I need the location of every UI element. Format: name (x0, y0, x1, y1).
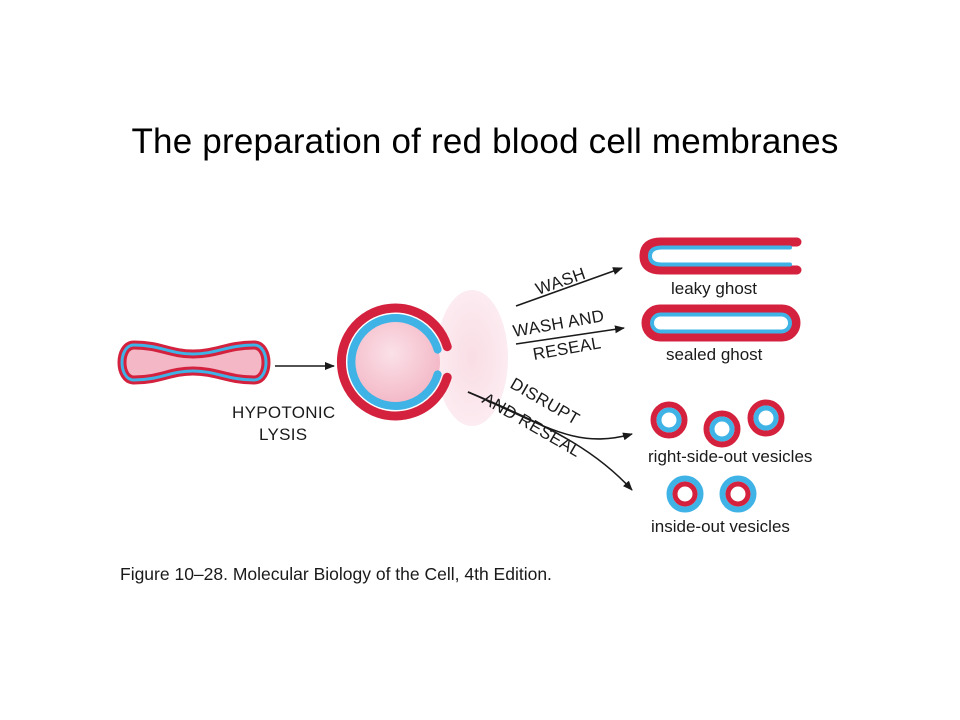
disrupt-arrow-inside-out (467, 391, 633, 491)
inside-out-label: inside-out vesicles (651, 517, 790, 536)
reseal-label: RESEAL (531, 333, 602, 364)
vesicle (703, 410, 741, 448)
sealed-ghost (641, 304, 801, 342)
sealed-ghost-label: sealed ghost (666, 345, 763, 364)
lysed-cell (336, 303, 452, 421)
lysis-label: LYSIS (259, 425, 307, 444)
vesicle (666, 475, 704, 513)
hypotonic-label: HYPOTONIC (232, 403, 335, 422)
right-side-out-vesicles (650, 399, 785, 448)
vesicle (747, 399, 785, 437)
vesicle (719, 475, 757, 513)
wash-reseal-arrow (515, 325, 625, 345)
vesicle (650, 401, 688, 439)
released-contents-haze (436, 290, 508, 426)
right-side-out-label: right-side-out vesicles (648, 447, 812, 466)
wash-arrow (515, 267, 623, 307)
inside-out-vesicles (666, 475, 757, 513)
figure-caption: Figure 10–28. Molecular Biology of the C… (120, 564, 552, 584)
slide-title: The preparation of red blood cell membra… (131, 122, 839, 161)
leaky-ghost-label: leaky ghost (671, 279, 757, 298)
leaky-ghost (639, 237, 802, 275)
intact-red-blood-cell (117, 340, 271, 385)
wash-label: WASH (533, 264, 588, 299)
